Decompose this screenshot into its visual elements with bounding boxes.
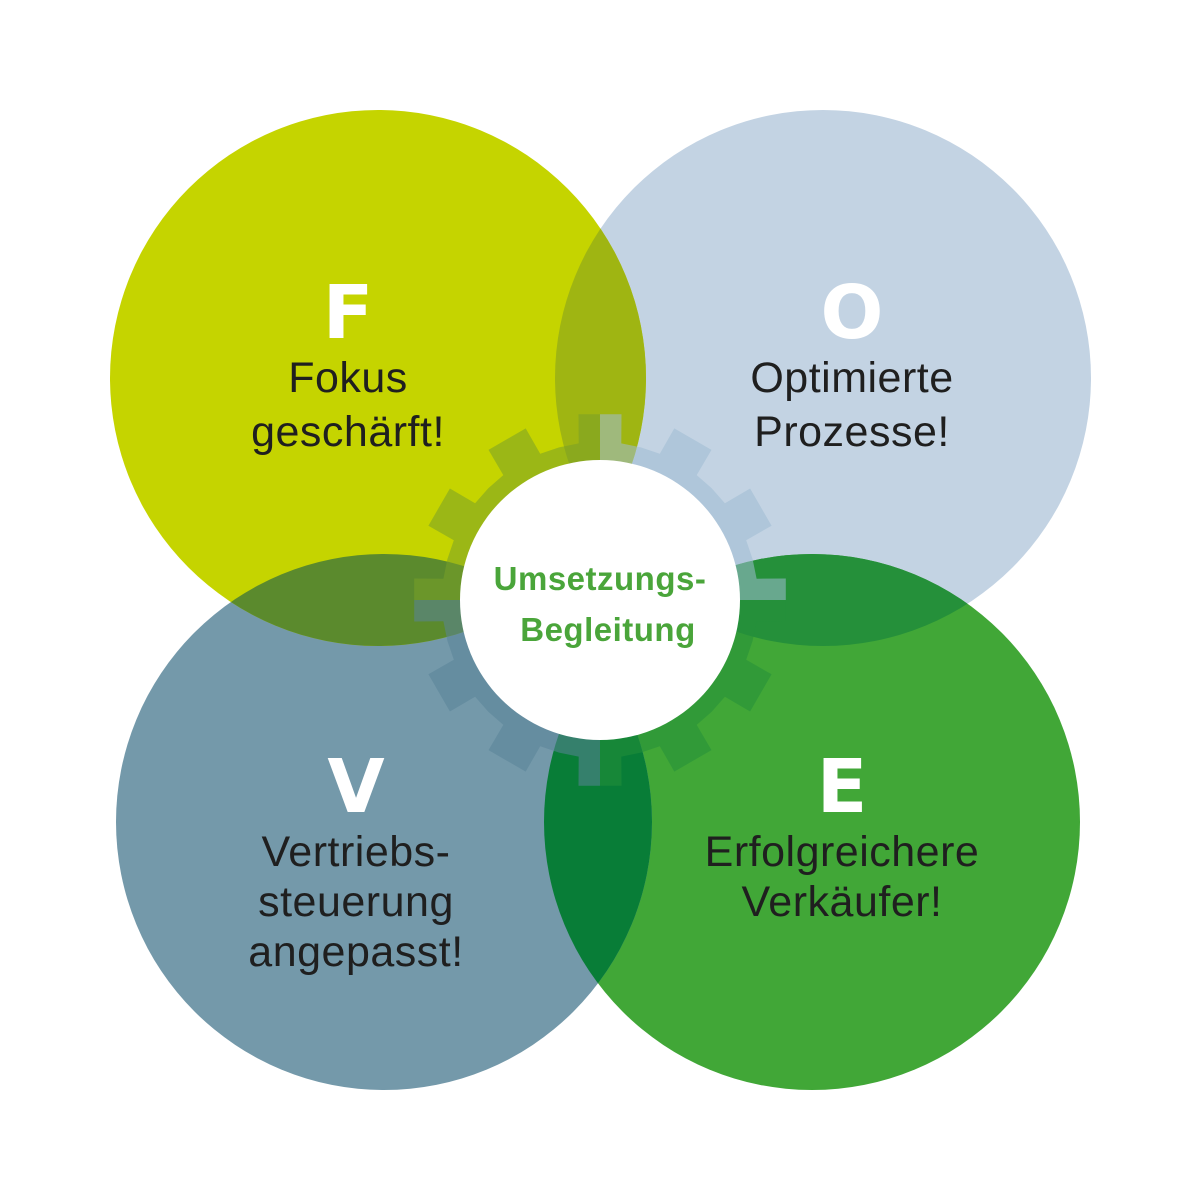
center-label-line-1: Umsetzungs- <box>494 560 707 597</box>
center-circle <box>460 460 740 740</box>
letter-v: V <box>327 744 384 830</box>
letter-o: O <box>821 270 884 356</box>
letter-e: E <box>817 744 868 830</box>
center-label-line-2: Begleitung <box>520 611 696 648</box>
erfolg-label-line-1: Erfolgreichere <box>705 828 980 876</box>
erfolg-label-line-2: Verkäufer! <box>742 878 943 926</box>
vertrieb-label-line-2: steuerung <box>258 878 454 926</box>
vertrieb-label-line-1: Vertriebs- <box>261 828 450 876</box>
vertrieb-label-line-3: angepasst! <box>248 928 463 976</box>
optimierte-label-line-1: Optimierte <box>750 354 953 402</box>
optimierte-label-line-2: Prozesse! <box>754 408 950 456</box>
fokus-label-line-2: geschärft! <box>251 408 445 456</box>
fokus-label-line-1: Fokus <box>288 354 408 402</box>
letter-f: F <box>323 270 374 356</box>
